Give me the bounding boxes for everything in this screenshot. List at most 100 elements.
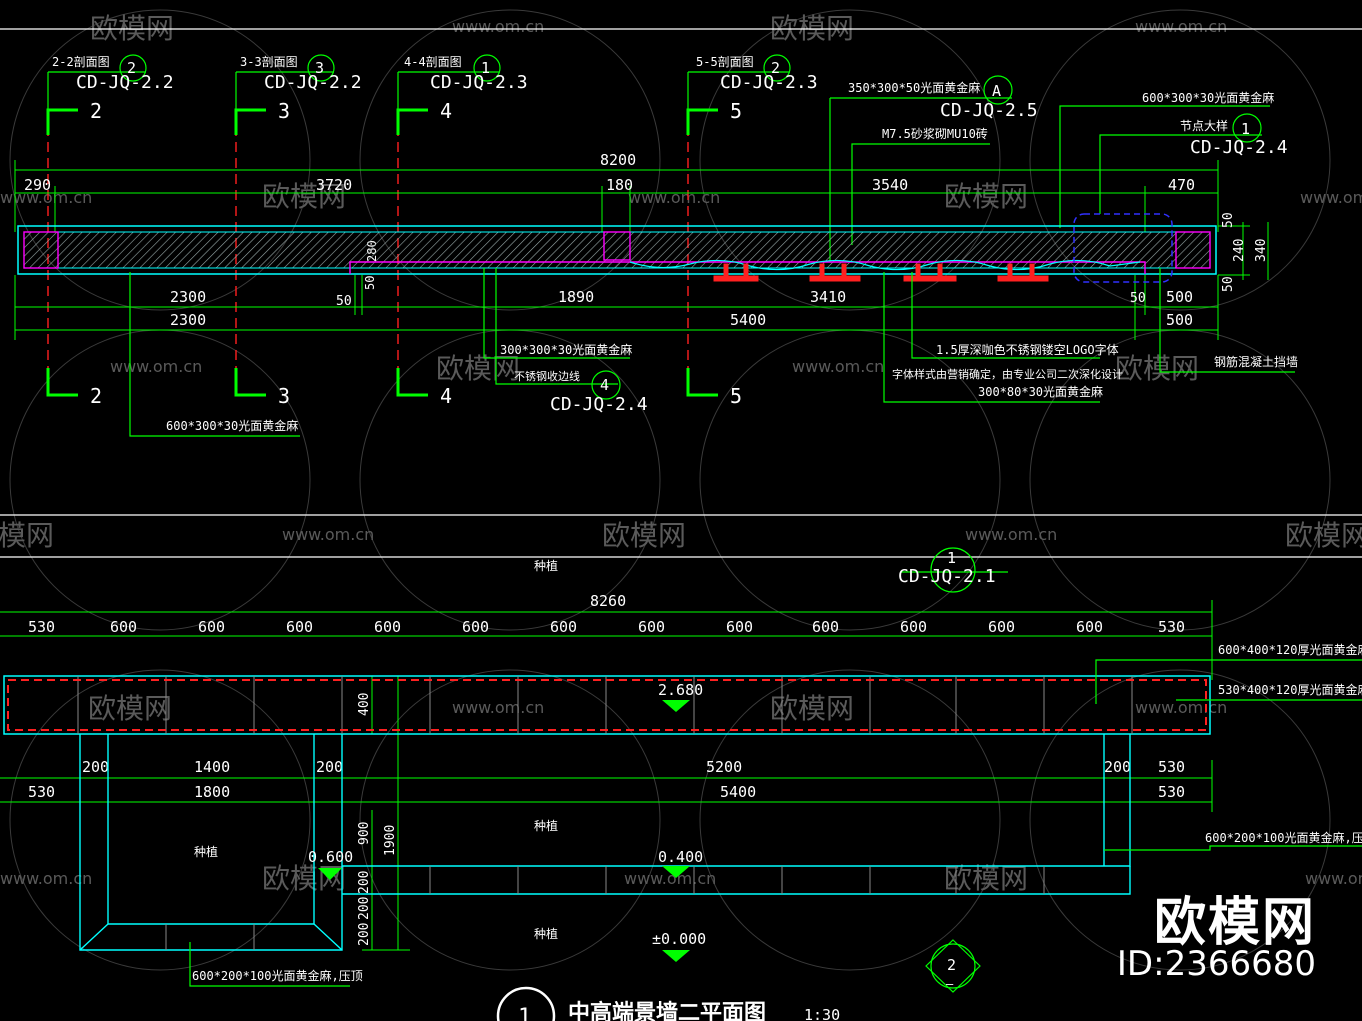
callout-logo: 1.5厚深咖色不锈钢镂空LOGO字体	[936, 342, 1119, 357]
cap-stones	[3, 675, 1211, 735]
section-refs: 2-2剖面图 2 CD-JQ-2.2 3-3剖面图 3 CD-JQ-2.2 4-…	[47, 54, 818, 110]
callout-m75-text: M7.5砂浆砌MU10砖	[882, 126, 988, 141]
callout-a: 350*300*50光面黄金麻 A CD-JQ-2.5	[829, 75, 1038, 262]
section-title: 3-3剖面图	[240, 55, 298, 69]
callout-node: 节点大样 1 CD-JQ-2.4	[1099, 113, 1288, 214]
section-title: 2-2剖面图	[52, 55, 110, 69]
callout-600-200-right: 600*200*100光面黄金麻,压顶	[1205, 830, 1362, 845]
dim: 200	[82, 758, 109, 776]
elevation-text: 2.680 0.600 0.400 ±0.000	[308, 681, 706, 948]
dim: 600	[198, 618, 225, 636]
dim: 500	[1166, 288, 1193, 306]
dim: 600	[726, 618, 753, 636]
wm-site: www.om.cn	[792, 357, 884, 376]
dim: 530	[1158, 783, 1185, 801]
dim: 200	[357, 923, 372, 946]
section-mark-4: 4	[440, 99, 452, 123]
callout-a-text: 350*300*50光面黄金麻	[848, 80, 980, 95]
dim: 530	[28, 783, 55, 801]
plant-label: 种植	[534, 558, 558, 573]
wm-site: www.om.cn	[0, 869, 92, 888]
dim: 5400	[730, 311, 766, 329]
section-ref: CD-JQ-2.2	[264, 72, 362, 93]
marker-bottom-sub: —	[946, 977, 954, 991]
dim: 50	[1221, 276, 1236, 292]
callout-steel: 不锈钢收边线	[514, 369, 580, 383]
wm-site: www.om.cn	[1300, 188, 1362, 207]
dim: 1900	[383, 825, 398, 856]
callouts-right-bottom	[189, 659, 1362, 987]
callout-600-200-left: 600*200*100光面黄金麻,压顶	[192, 968, 363, 983]
wm-brand: 欧模网	[1285, 519, 1362, 552]
callout-600-top-text: 600*300*30光面黄金麻	[1142, 90, 1274, 105]
dim: 600	[286, 618, 313, 636]
section-marker-labels: 2 3 4 5 2 3 4 5	[90, 99, 742, 408]
section-num: 1	[481, 59, 490, 77]
title-num: 1	[518, 1005, 531, 1021]
frame-lines	[0, 28, 1362, 558]
callout-node-num: 1	[1241, 120, 1250, 138]
dim: 600	[988, 618, 1015, 636]
dim-overall: 8200	[600, 151, 636, 169]
dim: 5200	[706, 758, 742, 776]
callout-300-80: 300*80*30光面黄金麻	[978, 384, 1103, 399]
elev-zero: ±0.000	[652, 930, 706, 948]
elev-mid-right: 0.400	[658, 848, 703, 866]
top-plan: 2 3 4 5 2 3 4 5 2-2剖面图 2 CD-JQ-2.2 3-3剖面…	[14, 54, 1298, 437]
wm-site: www.om.cn	[452, 17, 544, 36]
wm-brand: 欧模网	[262, 180, 346, 213]
dim: 530	[28, 618, 55, 636]
section-num: 3	[315, 59, 324, 77]
title: 中高端景墙二平面图	[568, 1000, 766, 1021]
bottom-plan: 1 CD-JQ-2.1 种植 8260 530 600 600 600 600 …	[0, 547, 1362, 1021]
wm-brand: 欧模网	[602, 519, 686, 552]
wm-site: www.om.cn	[1135, 17, 1227, 36]
elev-mid-left: 0.600	[308, 848, 353, 866]
section-ref: CD-JQ-2.3	[720, 72, 818, 93]
dim: 2300	[170, 311, 206, 329]
dim-400: 400	[357, 693, 372, 716]
callout-530-400: 530*400*120厚光面黄金麻	[1218, 682, 1362, 697]
plant-label: 种植	[194, 844, 218, 859]
plant-labels: 种植 种植 种植	[194, 818, 558, 941]
dim-text-bottom: 8260 530 600 600 600 600 600 600 600 600…	[28, 592, 1185, 946]
marker-bottom: 2 —	[925, 939, 981, 993]
dim: 3540	[872, 176, 908, 194]
callout-300: 300*300*30光面黄金麻	[500, 342, 632, 357]
dim: 200	[357, 897, 372, 920]
dim: 530	[1158, 618, 1185, 636]
callout-top-ref: CD-JQ-2.1	[898, 566, 996, 587]
dim-overall: 8260	[590, 592, 626, 610]
wm-site: www.om.cn	[282, 525, 374, 544]
dim-lines-bottom	[0, 600, 1213, 951]
section-title: 4-4剖面图	[404, 55, 462, 69]
section-num: 2	[127, 59, 136, 77]
dim: 600	[900, 618, 927, 636]
callout-node-ref: CD-JQ-2.4	[1190, 137, 1288, 158]
anchor-plates	[713, 263, 1049, 282]
marker-bottom-num: 2	[947, 956, 956, 974]
section-mark-5b: 5	[730, 384, 742, 408]
callout-a-num: A	[992, 82, 1001, 100]
plant-label: 种植	[534, 818, 558, 833]
callout-600-top: 600*300*30光面黄金麻	[1059, 90, 1274, 228]
callout-stone: 钢筋混凝土挡墙	[1214, 354, 1298, 369]
dim: 600	[462, 618, 489, 636]
callout-600-400: 600*400*120厚光面黄金麻	[1218, 642, 1362, 657]
watermark-brand-large: 欧模网	[1153, 893, 1316, 953]
dim: 200	[1104, 758, 1131, 776]
dim: 2300	[170, 288, 206, 306]
wm-brand: 欧模网	[262, 862, 346, 895]
callouts-right-text: 600*400*120厚光面黄金麻 530*400*120厚光面黄金麻 600*…	[192, 642, 1362, 983]
section-ref: CD-JQ-2.3	[430, 72, 528, 93]
dim: 600	[550, 618, 577, 636]
dim: 600	[638, 618, 665, 636]
section-mark-2b: 2	[90, 384, 102, 408]
dim: 600	[374, 618, 401, 636]
section-ref: CD-JQ-2.2	[76, 72, 174, 93]
section-title: 5-5剖面图	[696, 55, 754, 69]
wm-site: www.om.cn	[1135, 698, 1227, 717]
wm-brand: 欧模网	[88, 692, 172, 725]
callout-top-num: 1	[947, 549, 956, 567]
callout-text-lower: 300*300*30光面黄金麻 不锈钢收边线 4 CD-JQ-2.4 600*3…	[166, 342, 1298, 433]
